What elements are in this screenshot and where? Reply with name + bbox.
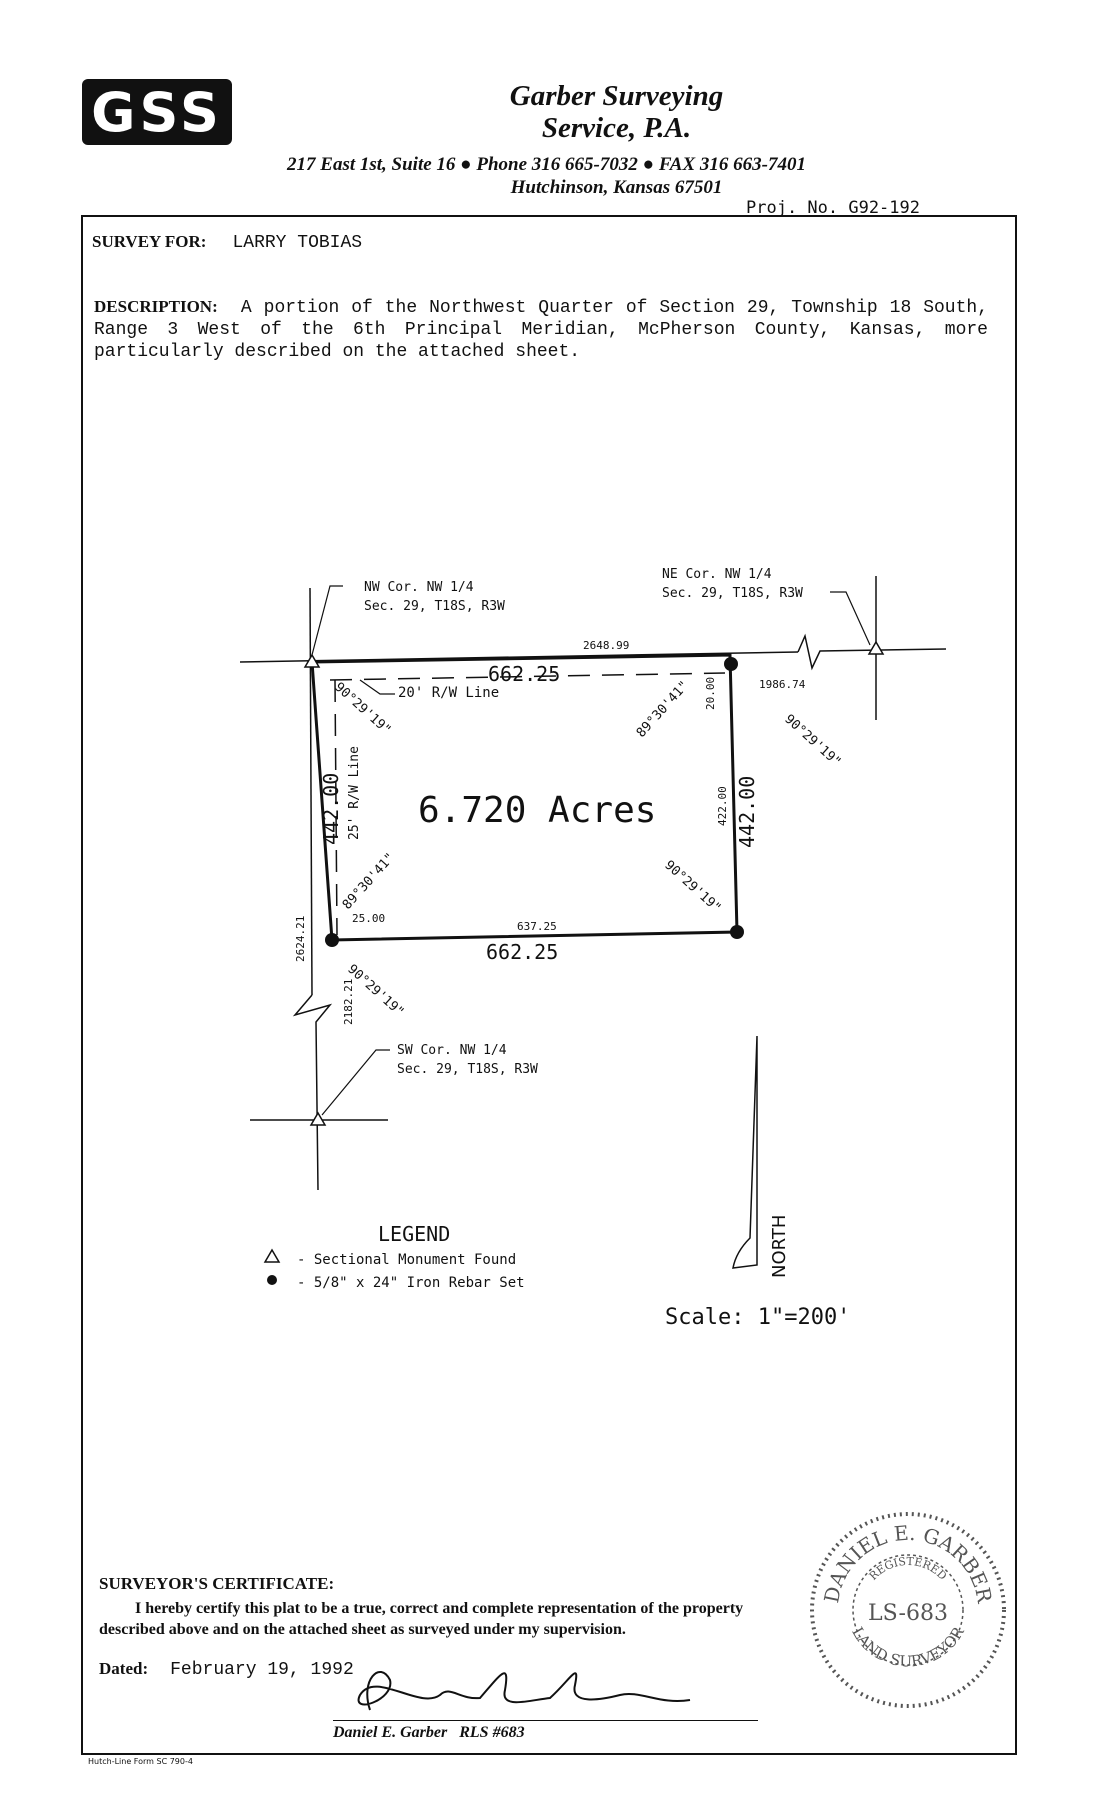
company-name-line2: Service, P.A.	[541, 112, 692, 144]
survey-for-row: SURVEY FOR: LARRY TOBIAS	[92, 232, 362, 253]
south-side-dim: 662.25	[486, 940, 558, 964]
sw-angle-label: 89°30'41"	[340, 850, 398, 912]
rebar-se-icon	[730, 925, 744, 939]
monument-nw-icon	[303, 653, 321, 668]
east-inner-dim: 422.00	[716, 786, 729, 826]
monument-sw-icon	[309, 1111, 327, 1126]
dated-value: February 19, 1992	[170, 1660, 354, 1680]
ne-corner-line1: NE Cor. NW 1/4	[662, 567, 772, 582]
description-text: A portion of the Northwest Quarter of Se…	[94, 298, 989, 362]
project-number: Proj. No. G92-192	[746, 198, 920, 218]
company-city: Hutchinson, Kansas 67501	[510, 177, 723, 198]
legend-rebar-icon	[267, 1275, 277, 1285]
nw-corner-line1: NW Cor. NW 1/4	[364, 580, 474, 595]
sw-corner-line1: SW Cor. NW 1/4	[397, 1043, 507, 1058]
sw-corner-line2: Sec. 29, T18S, R3W	[397, 1062, 538, 1077]
description-block: DESCRIPTION: A portion of the Northwest …	[94, 296, 988, 363]
se-angle-label: 90°29'19"	[661, 858, 723, 916]
ne-angle-label: 90°29'19"	[781, 712, 843, 770]
signature-graphic	[357, 1671, 691, 1711]
rw-west-label: 25' R/W Line	[347, 746, 362, 840]
company-name-line1: Garber Surveying	[509, 80, 724, 112]
certificate-heading: SURVEYOR'S CERTIFICATE:	[99, 1574, 335, 1593]
legend-monument-icon	[263, 1248, 281, 1263]
west-lower-dim: 2182.21	[342, 979, 355, 1025]
company-address: 217 East 1st, Suite 16 ● Phone 316 665-7…	[287, 154, 806, 175]
ne-offset-dim: 1986.74	[759, 678, 806, 691]
legend-title: LEGEND	[378, 1222, 450, 1246]
rw-west-width: 25.00	[352, 912, 385, 925]
dated-label: Dated:	[99, 1659, 149, 1678]
west-total-dim: 2624.21	[294, 916, 307, 962]
seal-registered: REGISTERED	[867, 1555, 950, 1583]
scale-label: Scale: 1"=200'	[665, 1305, 850, 1330]
form-number: Hutch-Line Form SC 790-4	[88, 1757, 193, 1766]
nw-corner-line2: Sec. 29, T18S, R3W	[364, 599, 505, 614]
north-total-dim: 2648.99	[583, 639, 629, 652]
signature-line	[333, 1720, 758, 1721]
seal-id: LS-683	[868, 1601, 948, 1626]
ne-corner-line2: Sec. 29, T18S, R3W	[662, 586, 803, 601]
rebar-ne-icon	[724, 657, 738, 671]
area-label: 6.720 Acres	[418, 790, 656, 831]
seal-bottom: LAND SURVEYOR	[848, 1623, 968, 1670]
monument-ne-icon	[867, 640, 885, 655]
document-frame	[81, 215, 1017, 1755]
surveyor-seal: DANIEL E. GARBER REGISTERED LS-683 LAND …	[810, 1512, 1006, 1708]
south-inner-dim: 637.25	[517, 920, 557, 933]
survey-for-value: LARRY TOBIAS	[232, 233, 363, 253]
certificate-text: I hereby certify this plat to be a true,…	[99, 1600, 744, 1638]
north-side-dim: 662.25	[488, 662, 560, 686]
west-side-dim: 442.00	[319, 773, 343, 845]
description-label: DESCRIPTION:	[94, 297, 218, 316]
east-side-dim: 442.00	[735, 776, 759, 848]
rw-north-width: 20.00	[704, 677, 717, 710]
rebar-sw-icon	[325, 933, 339, 947]
signer-name: Daniel E. Garber RLS #683	[333, 1724, 525, 1741]
dated-row: Dated: February 19, 1992	[99, 1659, 354, 1680]
company-logo: GSS	[82, 79, 232, 145]
legend-item-rebar: - 5/8" x 24" Iron Rebar Set	[297, 1275, 525, 1291]
survey-for-label: SURVEY FOR:	[92, 232, 207, 251]
rw-north-label: 20' R/W Line	[398, 685, 499, 701]
legend-item-monument: - Sectional Monument Found	[297, 1252, 516, 1268]
ne-inner-angle-label: 89°30'41"	[634, 678, 692, 740]
north-label: NORTH	[769, 1215, 790, 1278]
nw-angle-label: 90°29'19"	[331, 680, 393, 738]
